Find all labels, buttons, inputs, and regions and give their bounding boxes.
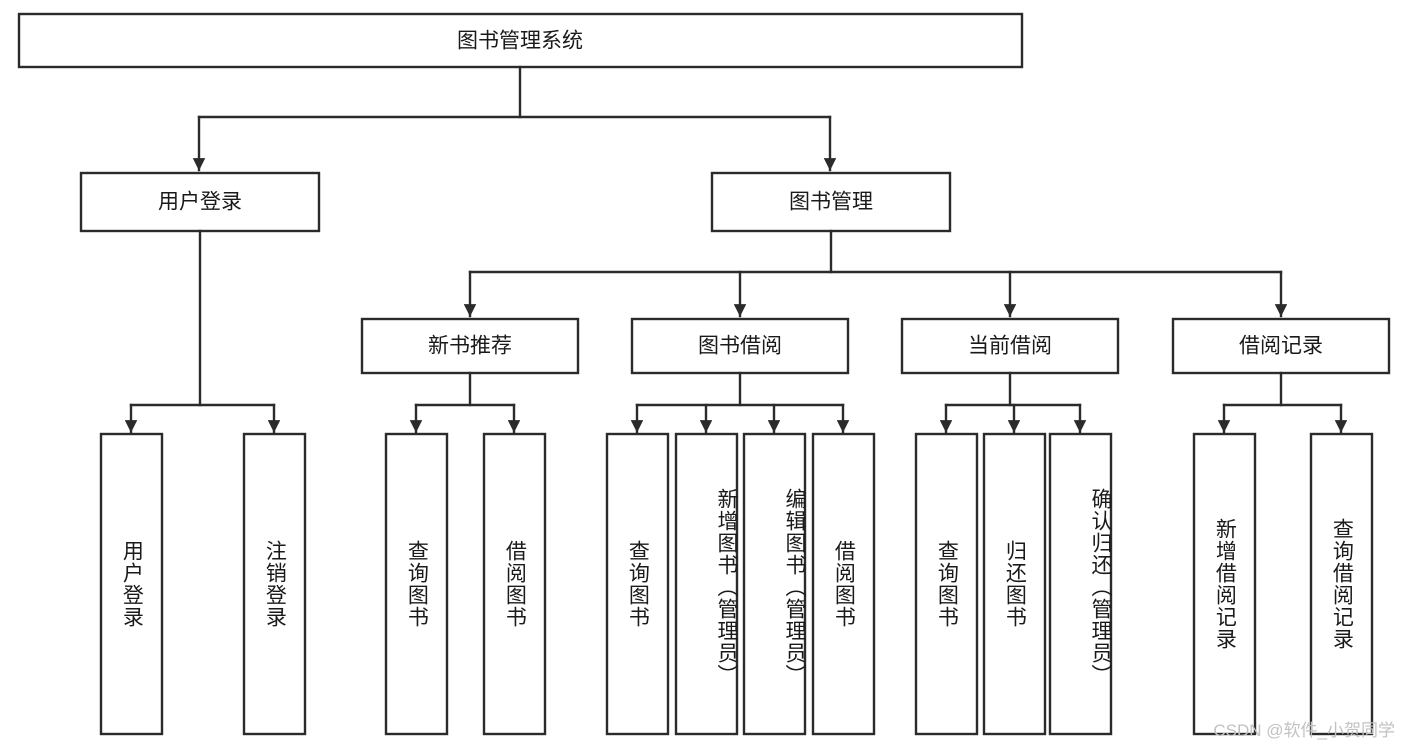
node-current-borrow-label: 当前借阅 [968,335,1052,358]
node-book-mgmt-box[interactable] [710,171,952,233]
leaf-box-borrow-record-2[interactable] [1309,432,1374,736]
leaf-box-current-borrow-1[interactable] [914,432,979,736]
node-book-borrow-label: 图书借阅 [698,335,782,358]
csdn-watermark: CSDN @软件_小贺同学 [1213,721,1395,740]
node-book-borrow-box[interactable] [630,317,850,375]
node-book-mgmt-label: 图书管理 [789,191,873,214]
node-root-box[interactable] [17,12,1024,69]
node-user-login-label: 用户登录 [158,191,242,214]
leaf-box-book-borrow-1[interactable] [605,432,670,736]
node-new-book-box[interactable] [360,317,580,375]
node-root-label: 图书管理系统 [457,30,583,53]
node-borrow-record-box[interactable] [1171,317,1391,375]
leaf-box-book-borrow-4[interactable] [811,432,876,736]
leaf-box-current-borrow-3[interactable] [1048,432,1113,736]
node-current-borrow-box[interactable] [900,317,1120,375]
leaf-box-book-borrow-2[interactable] [674,432,739,736]
leaf-box-user-login-2[interactable] [242,432,307,736]
leaf-box-book-borrow-3[interactable] [742,432,807,736]
leaf-box-borrow-record-1[interactable] [1192,432,1257,736]
leaf-box-current-borrow-2[interactable] [982,432,1047,736]
leaf-box-new-book-2[interactable] [482,432,547,736]
node-new-book-label: 新书推荐 [428,335,512,358]
node-borrow-record-label: 借阅记录 [1239,335,1323,358]
leaf-box-new-book-1[interactable] [384,432,449,736]
leaf-box-user-login-1[interactable] [99,432,164,736]
